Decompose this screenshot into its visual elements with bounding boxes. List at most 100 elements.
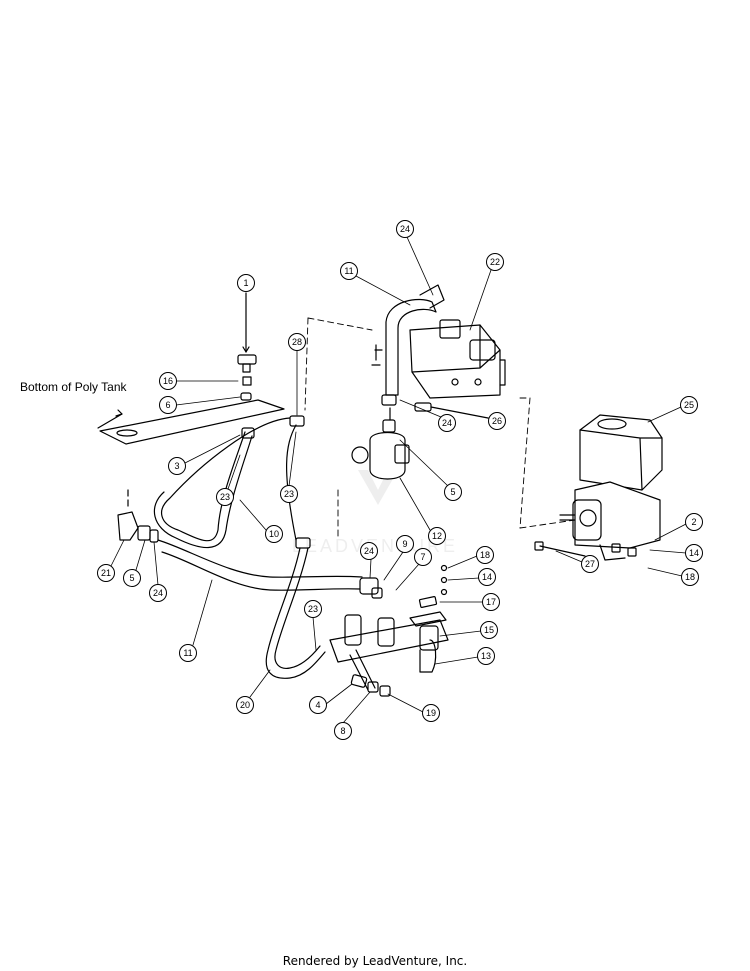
callout-circle [581, 555, 599, 573]
callout-number: 1 [243, 278, 248, 288]
mounting-bolt [534, 541, 586, 557]
callout-circle [159, 396, 177, 414]
callout-number: 26 [492, 416, 502, 426]
callout-18: 18 [681, 568, 699, 586]
callout-11: 11 [179, 644, 197, 662]
callout-number: 19 [426, 708, 436, 718]
callout-circle [265, 525, 283, 543]
callout-14: 14 [478, 568, 496, 586]
callout-26: 26 [488, 412, 506, 430]
callout-circle [681, 568, 699, 586]
callout-23: 23 [304, 600, 322, 618]
callout-number: 24 [400, 224, 410, 234]
callout-3: 3 [168, 457, 186, 475]
callout-5: 5 [444, 483, 462, 501]
callout-4: 4 [309, 696, 327, 714]
callout-number: 14 [482, 572, 492, 582]
valve-manifold [329, 577, 449, 691]
callout-15: 15 [480, 621, 498, 639]
callout-5: 5 [123, 569, 141, 587]
callout-circle [236, 696, 254, 714]
callout-number: 8 [340, 726, 345, 736]
callout-circle [685, 544, 703, 562]
callout-number: 11 [183, 648, 192, 658]
callout-number: 16 [163, 376, 173, 386]
callout-circle [334, 722, 352, 740]
callout-28: 28 [288, 333, 306, 351]
callout-circle [309, 696, 327, 714]
callout-circle [179, 644, 197, 662]
callout-25: 25 [680, 396, 698, 414]
callout-9: 9 [396, 535, 414, 553]
pump-fitting [414, 402, 489, 419]
callout-circle [477, 647, 495, 665]
callout-21: 21 [97, 564, 115, 582]
callout-circle [476, 546, 494, 564]
callout-circle [396, 220, 414, 238]
callout-number: 5 [450, 487, 455, 497]
pump-riser-pipe [371, 284, 445, 406]
callout-number: 7 [420, 552, 425, 562]
strainer [351, 407, 410, 480]
callout-circle [340, 262, 358, 280]
callout-circle [216, 488, 234, 506]
callout-circle [428, 527, 446, 545]
callout-number: 22 [490, 257, 500, 267]
outlet-fittings [350, 674, 391, 697]
callout-19: 19 [422, 704, 440, 722]
callout-circle [486, 253, 504, 271]
callout-number: 25 [684, 400, 694, 410]
callout-number: 18 [685, 572, 695, 582]
callout-number: 27 [585, 559, 595, 569]
callout-circle [168, 457, 186, 475]
callout-24: 24 [438, 414, 456, 432]
callout-number: 28 [292, 337, 302, 347]
callout-27: 27 [581, 555, 599, 573]
callout-24: 24 [149, 584, 167, 602]
callout-circle [123, 569, 141, 587]
callout-number: 17 [486, 597, 496, 607]
callout-8: 8 [334, 722, 352, 740]
pump-assembly [409, 319, 506, 399]
callout-12: 12 [428, 527, 446, 545]
callout-number: 24 [442, 418, 452, 428]
callout-number: 2 [691, 517, 696, 527]
callout-circle [444, 483, 462, 501]
callout-number: 12 [432, 531, 442, 541]
callout-circle [280, 485, 298, 503]
callout-20: 20 [236, 696, 254, 714]
footer-credit: Rendered by LeadVenture, Inc. [282, 954, 468, 968]
callout-circle [482, 593, 500, 611]
callout-number: 3 [174, 461, 179, 471]
hose-lower [265, 537, 326, 679]
callout-circle [488, 412, 506, 430]
callout-14: 14 [685, 544, 703, 562]
callout-number: 9 [402, 539, 407, 549]
callout-number: 6 [165, 400, 170, 410]
callout-23: 23 [280, 485, 298, 503]
callout-24: 24 [360, 542, 378, 560]
callout-number: 23 [220, 492, 230, 502]
callout-11: 11 [340, 262, 358, 280]
callout-24: 24 [396, 220, 414, 238]
callout-number: 15 [484, 625, 494, 635]
callout-7: 7 [414, 548, 432, 566]
callout-circle [480, 621, 498, 639]
callout-circle [97, 564, 115, 582]
callout-number: 23 [284, 489, 294, 499]
callout-number: 21 [101, 568, 111, 578]
callout-circle [478, 568, 496, 586]
tank-label: Bottom of Poly Tank [20, 380, 127, 394]
callout-circle [685, 513, 703, 531]
callout-23: 23 [216, 488, 234, 506]
callout-circle [680, 396, 698, 414]
callout-number: 5 [129, 573, 134, 583]
engine [559, 414, 663, 561]
callout-number: 11 [344, 266, 353, 276]
callout-number: 18 [480, 550, 490, 560]
callout-circle [396, 535, 414, 553]
callout-number: 24 [153, 588, 163, 598]
hardware-small-parts [418, 564, 448, 608]
